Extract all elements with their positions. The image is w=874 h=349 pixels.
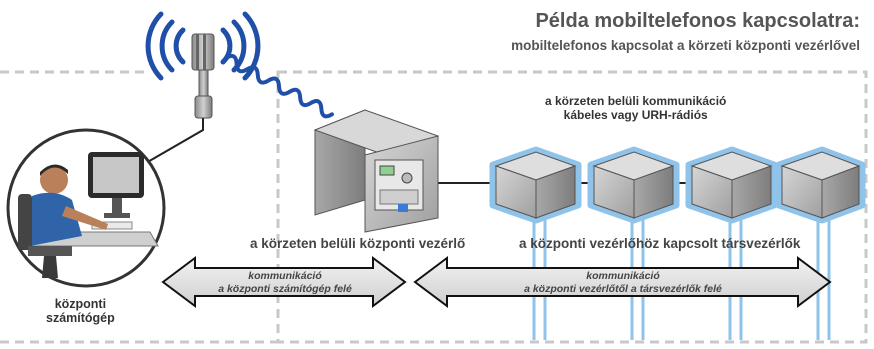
computer-label: központi számítógép [46, 297, 115, 325]
central-controller-label: a körzeten belüli központi vezérlő [250, 236, 466, 251]
page-subtitle: mobiltelefonos kapcsolat a körzeti közpo… [511, 38, 860, 53]
computer-operator-illustration [6, 128, 166, 288]
arrow-computer-communication [161, 256, 407, 308]
arrow-left-line2: a központi számítógép felé [218, 283, 352, 295]
field-area-border [276, 70, 868, 344]
arrow-left-label: kommunikáció a központi számítógép felé [198, 270, 372, 296]
satellite-controller-1-icon [489, 146, 582, 224]
page-title: Példa mobiltelefonos kapcsolatra: [535, 10, 860, 32]
computer-label-line2: számítógép [46, 311, 115, 325]
central-controller-icon [313, 109, 440, 233]
arrow-right-line1: kommunikáció [586, 270, 660, 282]
arrow-right-line2: a központi vezérlőtől a társvezérlők fel… [524, 283, 722, 295]
office-area-border [0, 70, 278, 344]
satellite-controller-2-icon [587, 146, 680, 224]
antenna-tower-icon [191, 33, 215, 119]
satellite-controller-3-icon [685, 146, 778, 224]
computer-label-line1: központi [54, 297, 107, 311]
satellite-controller-4-icon [775, 146, 866, 224]
field-communication-label: a körzeten belüli kommunikáció kábeles v… [545, 94, 726, 122]
satellites-label: a központi vezérlőhöz kapcsolt társvezér… [519, 236, 801, 251]
arrow-left-line1: kommunikáció [248, 270, 322, 282]
field-communication-line1: a körzeten belüli kommunikáció [545, 94, 727, 108]
arrow-right-label: kommunikáció a központi vezérlőtől a tár… [450, 270, 796, 296]
arrow-satellite-communication [413, 256, 832, 308]
cellular-signal-icon [224, 53, 334, 119]
field-communication-line2: kábeles vagy URH-rádiós [563, 108, 708, 122]
